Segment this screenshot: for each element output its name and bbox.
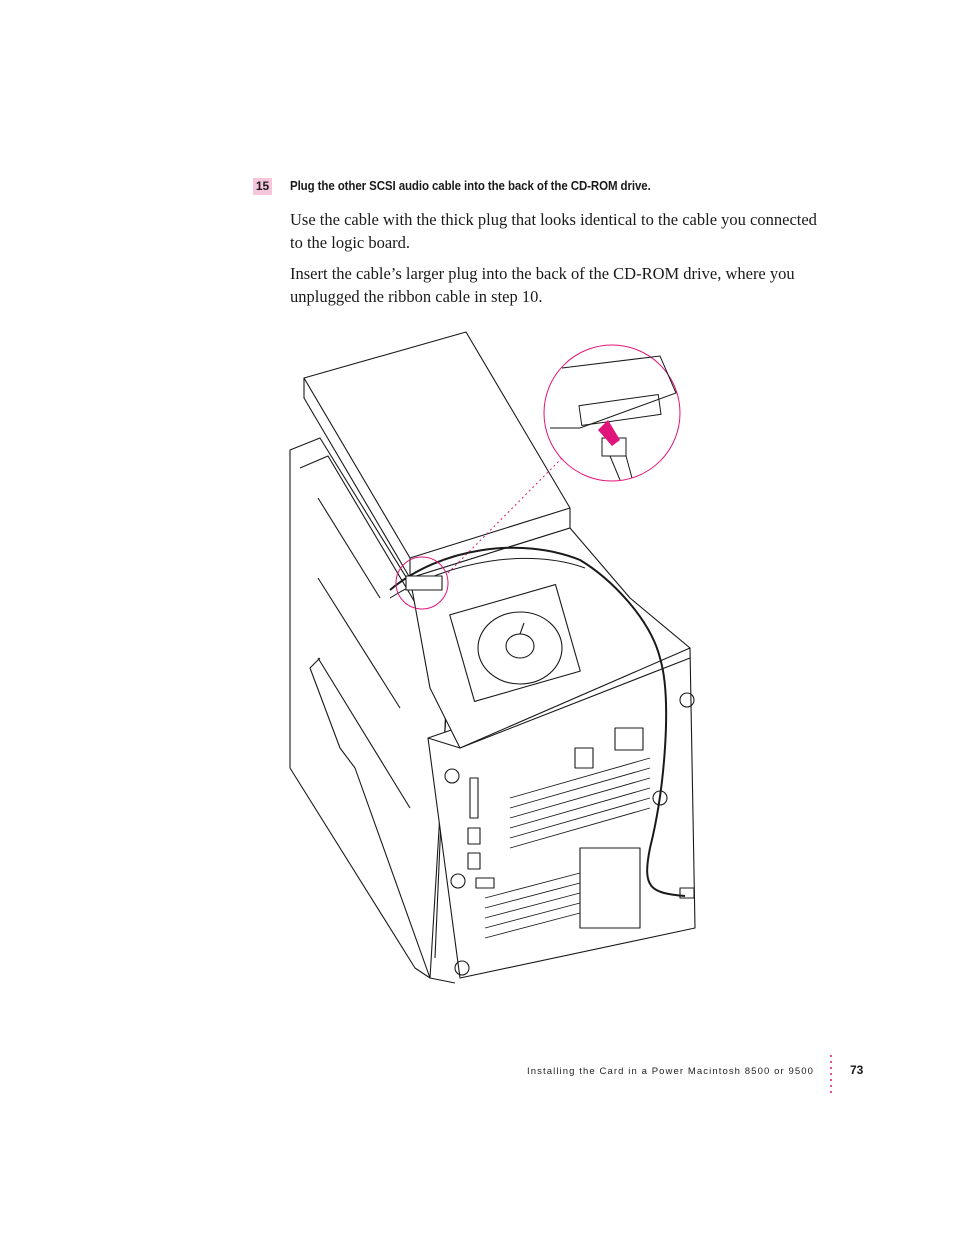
step-heading: Plug the other SCSI audio cable into the…	[290, 179, 651, 193]
computer-internals-illustration	[289, 331, 696, 984]
instruction-paragraph-1: Use the cable with the thick plug that l…	[290, 210, 817, 252]
footer-dot-separator	[830, 1055, 832, 1093]
step-number-badge: 15	[253, 178, 272, 195]
step-row: 15 Plug the other SCSI audio cable into …	[253, 178, 853, 198]
page-number: 73	[850, 1063, 864, 1077]
running-footer-title: Installing the Card in a Power Macintosh…	[527, 1066, 814, 1077]
instruction-paragraph-2: Insert the cable’s larger plug into the …	[290, 264, 795, 306]
plug-insertion-callout	[550, 355, 677, 481]
